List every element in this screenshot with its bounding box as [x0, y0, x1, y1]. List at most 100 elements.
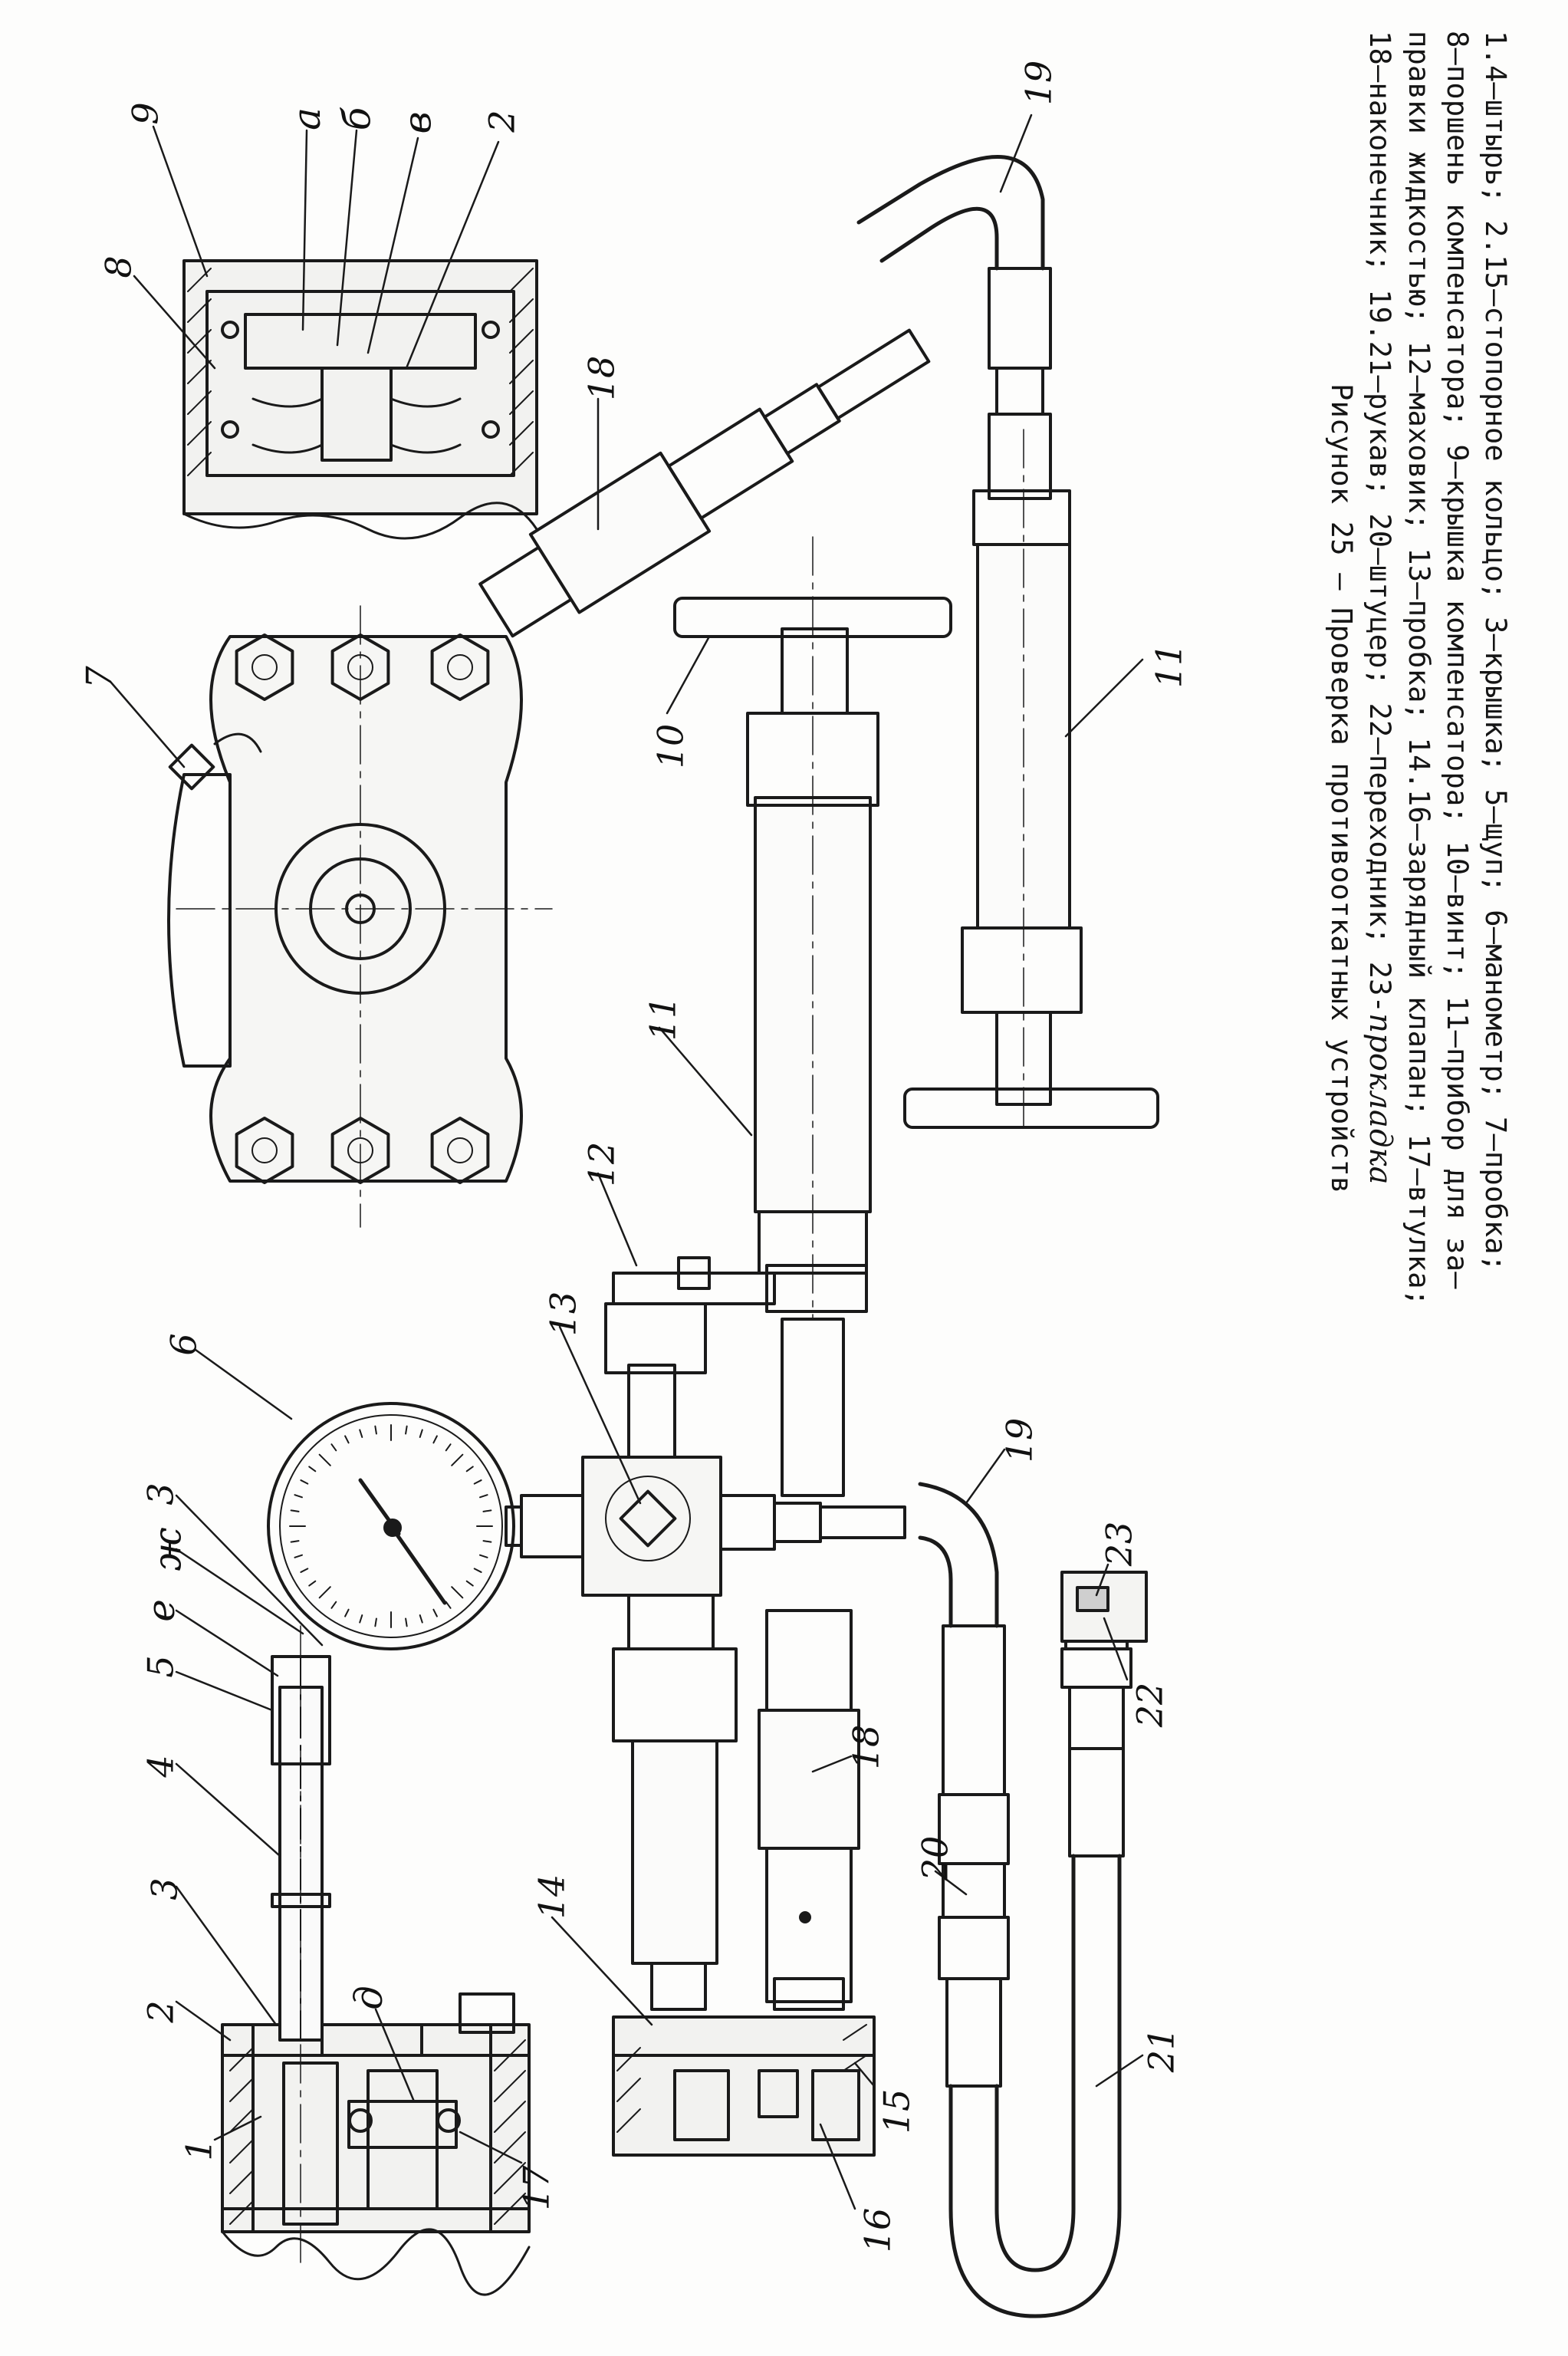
callout-2-top: 2	[481, 110, 523, 133]
callout-14: 14	[531, 1874, 573, 1920]
gauge-tick	[308, 1580, 317, 1587]
hex-nut-bore	[447, 1137, 473, 1163]
gauge-tick	[308, 1466, 317, 1472]
callout-5: 5	[140, 1655, 182, 1678]
gauge-tick	[330, 1601, 337, 1609]
gauge-tick	[405, 1617, 408, 1627]
gauge-tick	[473, 1479, 482, 1485]
gauge-tick	[300, 1568, 309, 1573]
callout-19-upper: 19	[1017, 60, 1060, 106]
hex-nut	[430, 633, 490, 701]
charging-valve-assembly	[612, 2015, 876, 2157]
hex-nut-bore	[347, 654, 373, 680]
gauge-tick	[290, 1540, 300, 1543]
legend-line-3: правки жидкостью; 12–маховик; 13–пробка;…	[1402, 31, 1435, 1307]
gauge-tick	[344, 1435, 350, 1444]
compensator-section	[182, 259, 538, 540]
hose-lower	[918, 1482, 1148, 2318]
gauge-tick	[482, 1540, 492, 1543]
callout-20: 20	[914, 1835, 956, 1881]
callout-d: д	[346, 1986, 391, 2010]
gauge-tick	[419, 1429, 423, 1438]
callout-15: 15	[876, 2088, 918, 2134]
tip-fitting-lower	[758, 1609, 860, 2011]
gauge-tick	[479, 1494, 488, 1499]
hex-nut	[235, 1117, 294, 1184]
callout-23: 23	[1098, 1521, 1140, 1567]
tip-fitting-upper	[478, 328, 931, 638]
gauge-tick	[479, 1554, 488, 1558]
callout-12: 12	[580, 1141, 623, 1187]
gauge-tick	[445, 1601, 452, 1609]
legend-line-4: 18–наконечник; 19.21–рукав; 20–штуцер; 2…	[1360, 31, 1399, 1764]
callout-21: 21	[1140, 2027, 1182, 2073]
callout-9: 9	[124, 102, 166, 125]
callout-13: 13	[542, 1291, 584, 1337]
callout-b: б	[334, 107, 380, 131]
gauge-tick	[294, 1554, 303, 1558]
gauge-tick	[405, 1425, 408, 1435]
gauge-tick	[465, 1466, 474, 1472]
callout-18-upper: 18	[580, 355, 623, 401]
callout-16: 16	[856, 2207, 899, 2253]
hex-nut-bore	[347, 1137, 373, 1163]
legend-line-2: 8–поршень компенсатора; 9–крышка компенс…	[1441, 31, 1474, 1289]
callout-2: 2	[140, 2000, 182, 2023]
gauge-tick	[359, 1429, 363, 1438]
legend-line-4-main: 18–наконечник; 19.21–рукав; 20–штуцер; 2…	[1363, 31, 1396, 1014]
manometer	[267, 1402, 584, 1650]
callout-6: 6	[163, 1333, 205, 1356]
hex-nut	[330, 1117, 390, 1184]
gauge-tick	[419, 1614, 423, 1624]
gauge-tick	[300, 1479, 309, 1485]
gauge-tick	[374, 1425, 377, 1435]
callout-8: 8	[97, 255, 140, 278]
callout-7: 7	[78, 666, 120, 689]
valve-block-top-view	[167, 605, 553, 1228]
legend-line-4-handwritten: прокладка	[1363, 1013, 1398, 1185]
cross-fitting	[581, 1256, 906, 2011]
callout-3-second: 3	[140, 1482, 182, 1505]
gauge-tick	[318, 1453, 331, 1466]
callout-17: 17	[515, 2165, 557, 2211]
figure-legend: 1.4–штырь; 2.15–стопорное кольцо; 3–крыш…	[1322, 31, 1514, 1764]
gauge-tick	[294, 1494, 303, 1499]
callout-a: а	[284, 107, 329, 130]
figure-title: Рисунок 25 – Проверка противооткатных ус…	[1325, 383, 1358, 1194]
callout-22: 22	[1129, 1682, 1171, 1728]
hex-nut-bore	[447, 654, 473, 680]
callout-1: 1	[178, 2138, 220, 2161]
callout-18-lower: 18	[845, 1724, 887, 1770]
gauge-tick	[344, 1608, 350, 1617]
dipstick-assembly	[221, 1625, 531, 2296]
callout-3: 3	[143, 1877, 186, 1900]
callout-10: 10	[649, 723, 692, 769]
hex-nut-bore	[251, 654, 278, 680]
gauge-tick	[318, 1586, 331, 1599]
legend-line-1: 1.4–штырь; 2.15–стопорное кольцо; 3–крыш…	[1479, 31, 1512, 1272]
hex-nut	[430, 1117, 490, 1184]
filling-device-right	[903, 429, 1159, 1129]
gauge-tick	[473, 1568, 482, 1573]
callout-11-right: 11	[1148, 643, 1190, 689]
gauge-tick	[482, 1509, 492, 1512]
leader-lines	[110, 114, 1144, 2210]
hose-upper	[856, 154, 1052, 500]
hex-nut-bore	[251, 1137, 278, 1163]
callout-11-upper: 11	[642, 995, 684, 1041]
filling-device-upper	[673, 536, 952, 1497]
gauge-tick	[432, 1435, 438, 1444]
gauge-tick	[290, 1509, 300, 1512]
callout-4: 4	[140, 1755, 182, 1778]
callout-v: в	[395, 111, 440, 134]
gauge-tick	[374, 1617, 377, 1627]
gauge-tick	[330, 1443, 337, 1452]
gauge-tick	[451, 1586, 464, 1599]
hex-nut	[235, 633, 294, 701]
callout-19-lower: 19	[998, 1417, 1040, 1463]
hex-nut	[330, 633, 390, 701]
gauge-tick	[445, 1443, 452, 1452]
callout-zh: ж	[145, 1527, 190, 1571]
